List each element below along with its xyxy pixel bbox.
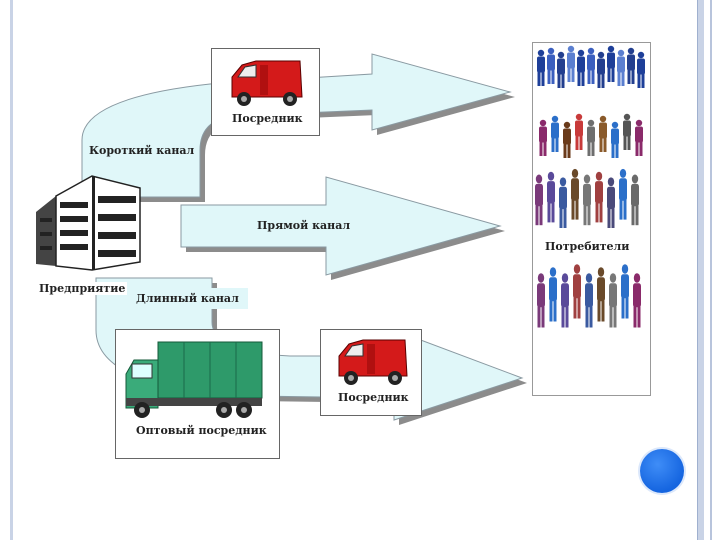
van-icon (231, 60, 303, 106)
consumers-label: Потребители (545, 240, 630, 253)
slide-frame-left (10, 0, 13, 540)
intermediary-bottom-box (320, 329, 422, 416)
accent-circle (640, 449, 684, 493)
direct-channel-label: Прямой канал (257, 219, 351, 232)
van-icon (338, 339, 408, 385)
slide-frame-right (697, 0, 704, 540)
direct-channel-arrow (180, 176, 502, 276)
truck-icon (125, 341, 263, 418)
crowd-icon (533, 45, 650, 328)
short-channel-label: Короткий канал (89, 144, 195, 157)
intermediary-bottom-label: Посредник (338, 391, 409, 404)
short-channel-arrow (81, 53, 512, 198)
wholesale-intermediary-label: Оптовый посредник (130, 422, 273, 439)
enterprise-building-icon (36, 175, 141, 271)
long-channel-label: Длинный канал (127, 288, 248, 309)
consumers-crowd-image (532, 42, 651, 396)
enterprise-label: Предприятие (37, 282, 128, 295)
wholesale-intermediary-box (115, 329, 280, 459)
intermediary-top-box (211, 48, 320, 136)
intermediary-top-label: Посредник (232, 112, 303, 125)
slide-frame-right-line (710, 0, 712, 540)
